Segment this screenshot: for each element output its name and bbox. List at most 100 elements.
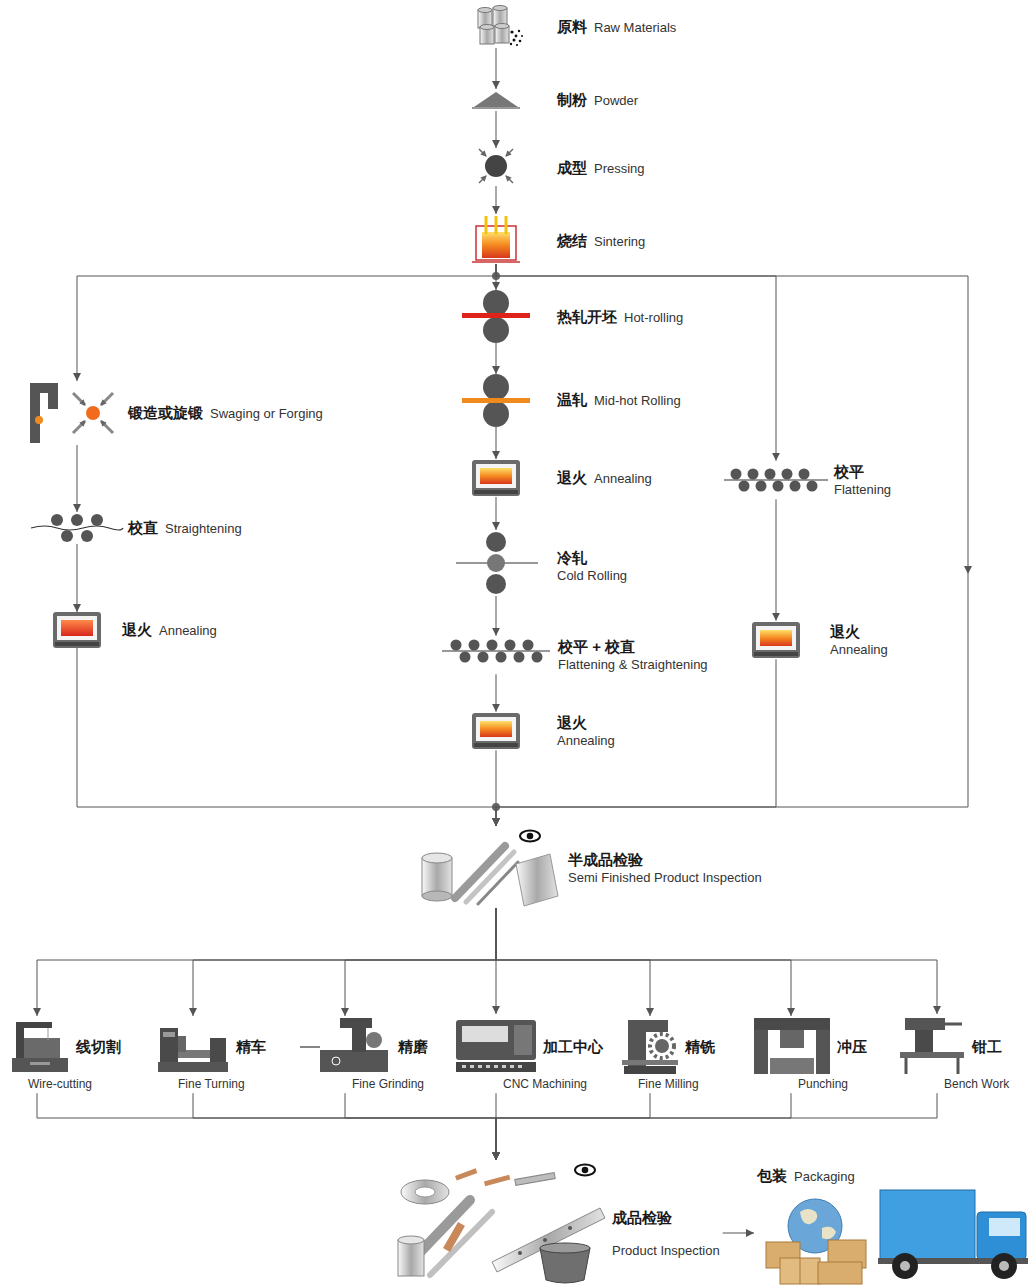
step-label-group: 退火Annealing bbox=[557, 714, 615, 749]
process-step: 冲压Punching bbox=[752, 1016, 870, 1093]
flow-arrow bbox=[77, 445, 78, 512]
annealing-furnace-icon bbox=[476, 464, 516, 488]
warm-rolling-icon bbox=[483, 374, 509, 400]
packaging-globe-boxes-icon bbox=[780, 1258, 820, 1284]
forging-icon bbox=[73, 421, 85, 433]
step-label-group: 线切割 bbox=[76, 1038, 121, 1056]
step-name-english: Fine Turning bbox=[178, 1077, 245, 1091]
flow-arrow bbox=[496, 186, 497, 214]
step-label-group: 成品检验 bbox=[612, 1209, 672, 1227]
leveling-rolls-icon bbox=[478, 652, 489, 663]
cnc-machining-center-icon bbox=[462, 1065, 466, 1068]
semi-finished-products-picture bbox=[478, 862, 518, 904]
leveling-rolls-icon bbox=[514, 652, 525, 663]
step-name-english: CNC Machining bbox=[503, 1077, 587, 1091]
flow-arrow bbox=[496, 497, 497, 530]
warm-rolling-icon bbox=[483, 401, 509, 427]
step-name-chinese: 校直 bbox=[128, 519, 158, 537]
cnc-machining-center-icon bbox=[510, 1065, 514, 1068]
flattening-rolls-icon bbox=[756, 481, 767, 492]
semi-finished-products-picture bbox=[520, 831, 540, 842]
leveling-rolls-icon bbox=[532, 652, 543, 663]
grinding-machine-icon bbox=[352, 1024, 366, 1052]
flow-arrow bbox=[496, 48, 497, 89]
step-name-chinese: 成型 bbox=[557, 159, 587, 177]
annealing-furnace-icon bbox=[476, 717, 516, 741]
flattening-rolls-icon bbox=[807, 481, 818, 492]
step-name-english: Raw Materials bbox=[594, 20, 676, 36]
pressing-icon bbox=[506, 149, 513, 156]
step-name-chinese: 校平 bbox=[834, 463, 864, 481]
flow-arrow bbox=[496, 659, 776, 826]
raw-materials-icon bbox=[493, 6, 507, 11]
flow-arrow bbox=[496, 1093, 791, 1160]
forging-icon bbox=[35, 416, 43, 424]
process-step: 原料 Raw Materials bbox=[472, 3, 679, 48]
raw-materials-icon bbox=[519, 40, 522, 43]
step-name-chinese: 包装 bbox=[757, 1167, 787, 1185]
leveling-rolls-icon bbox=[496, 652, 507, 663]
bench-vise-icon bbox=[900, 1052, 964, 1058]
step-name-chinese: 原料 bbox=[557, 18, 587, 36]
wire-cutting-machine-icon bbox=[30, 1062, 50, 1065]
cnc-machining-center-icon bbox=[502, 1065, 506, 1068]
step-name-english: Annealing bbox=[159, 623, 217, 639]
flow-arrow bbox=[77, 264, 496, 381]
finished-products-picture bbox=[543, 1238, 547, 1242]
step-name-chinese: 线切割 bbox=[76, 1038, 121, 1056]
delivery-truck-icon bbox=[991, 1253, 1017, 1279]
cold-rolling-icon bbox=[486, 574, 506, 594]
grinding-machine-icon bbox=[332, 1057, 340, 1065]
pressing-icon bbox=[485, 155, 507, 177]
flow-arrow bbox=[77, 648, 496, 826]
step-label-group: 锻造或旋锻Swaging or Forging bbox=[128, 404, 323, 422]
milling-machine-icon bbox=[628, 1020, 668, 1032]
flow-arrow bbox=[193, 1093, 496, 1160]
step-label-group: 烧结Sintering bbox=[557, 232, 645, 250]
finished-products-picture bbox=[455, 1168, 477, 1180]
cold-rolling-icon bbox=[487, 554, 505, 572]
flattening-rolls-icon bbox=[773, 481, 784, 492]
sintering-furnace-icon bbox=[472, 261, 520, 263]
finished-products-picture bbox=[575, 1165, 595, 1176]
finished-products-picture bbox=[398, 1165, 605, 1284]
flattening-rolls-icon bbox=[724, 479, 828, 480]
annealing-furnace-icon bbox=[480, 468, 512, 484]
cnc-machining-center-icon bbox=[462, 1026, 508, 1042]
punch-press-icon bbox=[754, 1018, 830, 1074]
packaging-globe-boxes-icon bbox=[766, 1199, 866, 1284]
step-label-group: 退火Annealing bbox=[557, 469, 652, 487]
straightening-rolls-icon bbox=[71, 514, 83, 526]
step-label-group: 精车 bbox=[236, 1038, 266, 1056]
process-step: 退火Annealing bbox=[53, 612, 220, 648]
wire-cutting-machine-icon bbox=[12, 1022, 68, 1072]
flow-arrow bbox=[723, 1233, 754, 1234]
lathe-icon bbox=[163, 1032, 175, 1037]
process-step: 精铣Fine Milling bbox=[620, 1016, 718, 1093]
leveling-rolls-icon bbox=[469, 640, 480, 651]
step-name-chinese: 退火 bbox=[830, 623, 860, 641]
process-step: 制粉Powder bbox=[472, 89, 641, 111]
step-name-english: Fine Milling bbox=[638, 1077, 699, 1091]
straightening-rolls-icon bbox=[31, 514, 123, 542]
annealing-furnace-icon bbox=[472, 460, 520, 496]
flow-arrow bbox=[776, 499, 777, 620]
annealing-furnace-icon bbox=[474, 743, 518, 747]
packaging-globe-boxes-icon bbox=[800, 1209, 817, 1224]
finished-products-picture bbox=[518, 1251, 522, 1255]
step-label-group: 加工中心 bbox=[543, 1038, 603, 1056]
pressing-icon bbox=[479, 149, 513, 183]
process-step: 退火Annealing bbox=[752, 621, 891, 660]
finished-products-picture bbox=[540, 1243, 590, 1253]
flow-arrow bbox=[496, 1093, 937, 1160]
flow-arrow bbox=[496, 111, 497, 148]
process-step: 退火Annealing bbox=[472, 459, 655, 497]
flow-arrow bbox=[496, 343, 497, 374]
annealing-furnace-icon bbox=[754, 652, 798, 656]
leveling-rolls-icon bbox=[523, 640, 534, 651]
step-label-group: 校直Straightening bbox=[128, 519, 242, 537]
step-label-group: Bench Work bbox=[944, 1077, 1009, 1091]
process-step: 热轧开坯Hot-rolling bbox=[462, 290, 686, 343]
step-name-chinese: 热轧开坯 bbox=[557, 308, 617, 326]
process-step: 冷轧Cold Rolling bbox=[456, 530, 630, 596]
